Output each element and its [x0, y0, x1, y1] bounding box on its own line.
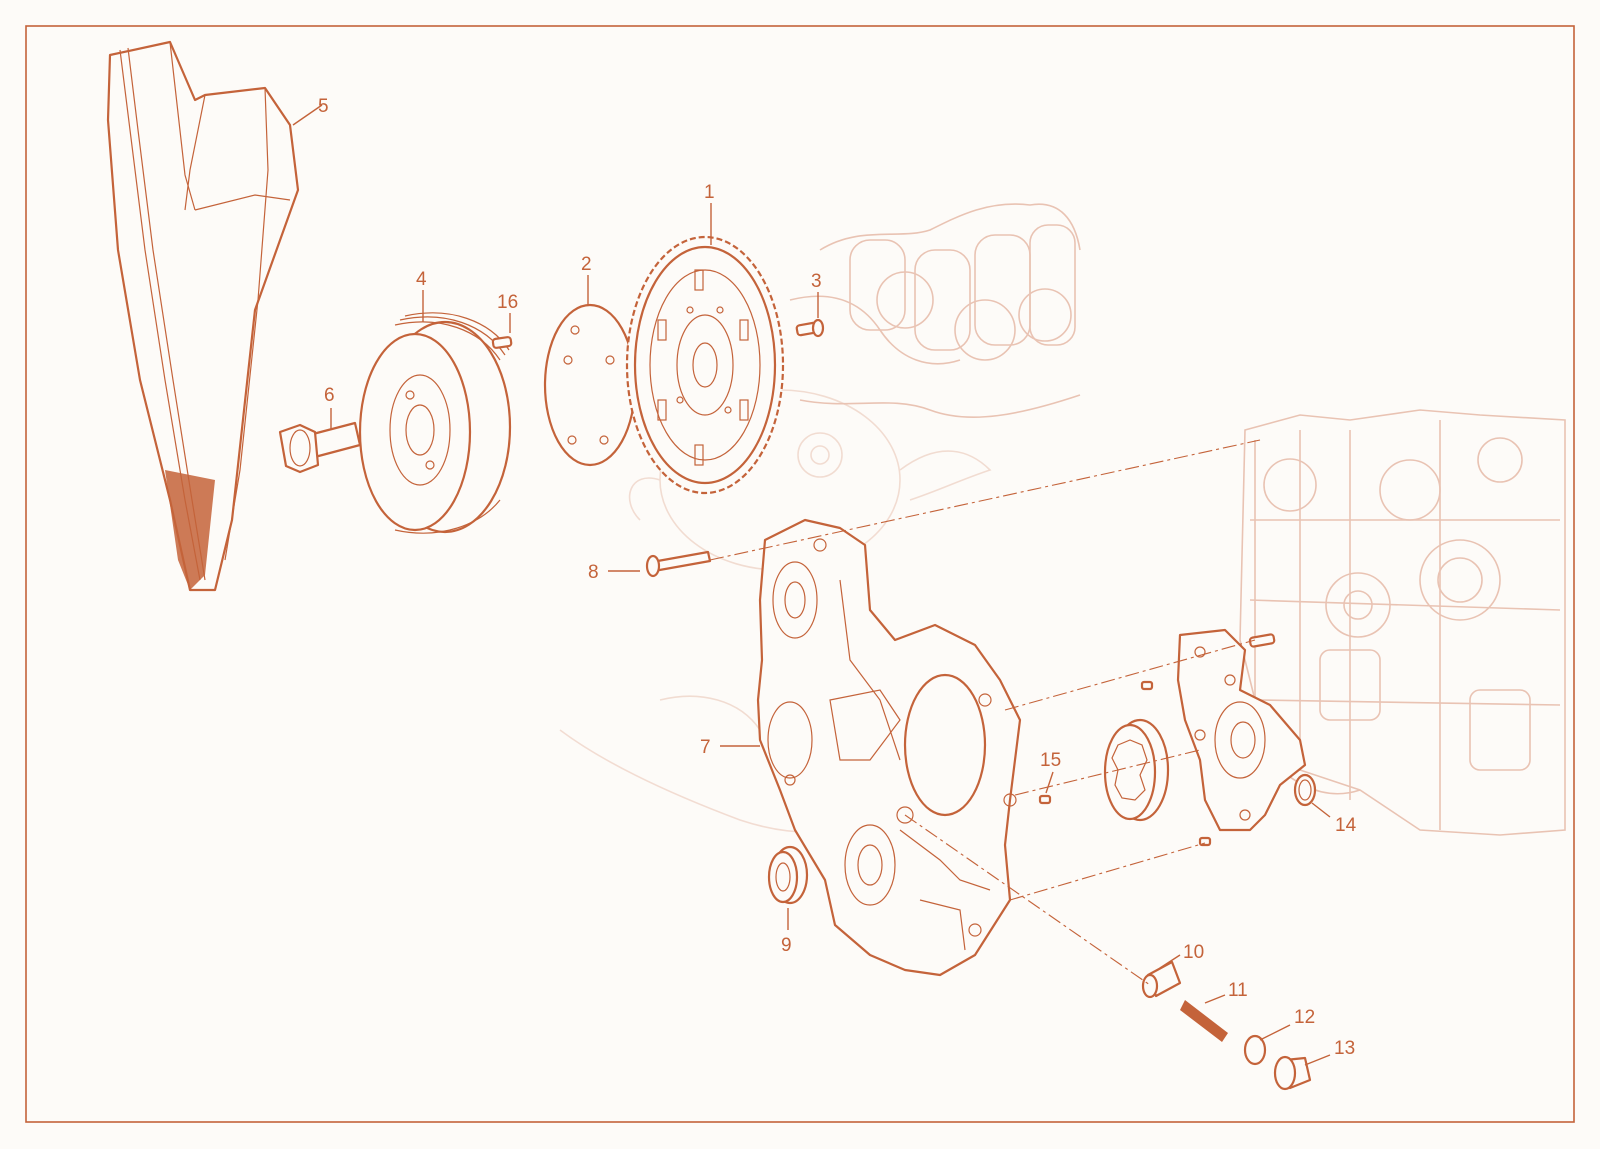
diagram-border	[25, 25, 1575, 1123]
part-14-o-ring	[1293, 773, 1317, 807]
callout-3: 3	[811, 271, 822, 292]
callout-14: 14	[1335, 815, 1357, 836]
part-7-timing-cover	[756, 518, 1022, 977]
part-6-pulley-bolt	[278, 421, 362, 474]
callout-1: 1	[704, 182, 715, 203]
callout-10: 10	[1183, 942, 1204, 963]
callout-6: 6	[324, 385, 335, 406]
part-4-crank-pulley	[358, 312, 512, 534]
part-10-valve-piston	[1141, 960, 1182, 999]
callout-15: 15	[1040, 750, 1061, 771]
part-3-bolt	[795, 318, 825, 338]
part-9-oil-seal	[767, 845, 809, 905]
callout-13: 13	[1334, 1038, 1355, 1059]
callout-2: 2	[581, 254, 592, 275]
part-12-washer	[1243, 1034, 1267, 1066]
callout-8: 8	[588, 562, 599, 583]
ghost-crankshaft	[789, 203, 1081, 418]
part-15-dowel-pins	[1038, 680, 1212, 847]
part-16-dowel-pin	[491, 336, 513, 349]
part-8-long-bolt	[645, 550, 712, 578]
part-11-spring	[1180, 1000, 1228, 1042]
callout-11: 11	[1228, 980, 1248, 1001]
callout-4: 4	[416, 269, 427, 290]
oil-pump-body	[1176, 628, 1307, 832]
callout-5: 5	[318, 96, 329, 117]
callout-12: 12	[1294, 1007, 1315, 1028]
callout-leaders	[292, 104, 1331, 1066]
part-2-plate	[543, 303, 637, 467]
oil-pump-rotor	[1103, 718, 1170, 822]
assembly-lines	[709, 439, 1261, 986]
callout-labels: 1 2 3 4 5 6 7 8 9 10 11 12 13 14 15 16	[318, 96, 1357, 1059]
part-13-plug	[1273, 1055, 1312, 1091]
callout-16: 16	[497, 292, 518, 313]
part-5-drive-belt	[106, 40, 300, 592]
callout-9: 9	[781, 935, 792, 956]
callout-7: 7	[700, 737, 711, 758]
part-1-flywheel	[625, 235, 785, 495]
